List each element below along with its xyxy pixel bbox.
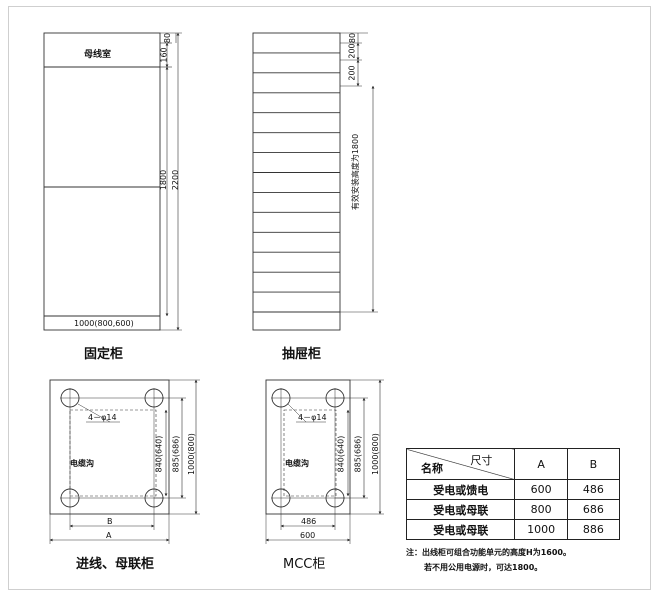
mcc-trench-label: 电缆沟 — [285, 459, 309, 468]
incoming-hole-label: 4－φ14 — [88, 413, 117, 422]
spec-header-size: 尺寸 — [470, 454, 493, 467]
incoming-dim-a-label: A — [106, 531, 112, 540]
incoming-dim-840-label: 840(640) — [154, 435, 164, 473]
incoming-cabinet-plan — [49, 379, 200, 544]
table-row: 受电或母联 1000 886 — [405, 519, 621, 540]
incoming-plan-trench — [69, 409, 157, 497]
spec-header-b: B — [566, 448, 621, 480]
spec-row-a: 1000 — [514, 519, 568, 540]
fixed-width-label: 1000(800,600) — [74, 319, 134, 328]
spec-row-name: 受电或母联 — [405, 499, 516, 520]
spec-row-b: 486 — [566, 479, 621, 500]
spec-row-a: 600 — [514, 479, 568, 500]
spec-row-b: 686 — [566, 499, 621, 520]
mcc-dim-1000-label: 1000(800) — [370, 433, 380, 475]
mcc-dim-486-label: 486 — [301, 517, 317, 526]
incoming-trench-label: 电缆沟 — [70, 459, 94, 468]
fixed-cabinet-elevation — [43, 32, 182, 331]
note-line-2: 若不用公用电源时，可达1800。 — [424, 563, 543, 572]
fixed-dim-160-label: 160 — [159, 47, 169, 63]
mcc-plan-caption: MCC柜 — [283, 557, 326, 572]
note-line-1: 注：出线柜可组合功能单元的高度H为1600。 — [406, 548, 571, 557]
fixed-dim-2200-label: 2200 — [171, 169, 181, 191]
fixed-dim-1800-label: 1800 — [159, 169, 169, 191]
incoming-dim-b-label: B — [107, 517, 113, 526]
fixed-cabinet-body — [43, 32, 161, 331]
table-row: 受电或馈电 600 486 — [405, 479, 621, 500]
mcc-cabinet-plan — [265, 379, 384, 544]
mcc-hole-leader — [287, 403, 307, 423]
drawer-row-lines — [253, 52, 340, 313]
spec-table-header-row: 尺寸 名称 A B — [405, 448, 621, 480]
mcc-hole-label: 4－φ14 — [298, 413, 327, 422]
fixed-dim-80-label: 80 — [163, 32, 173, 44]
spec-row-a: 800 — [514, 499, 568, 520]
incoming-plan-outline — [49, 379, 170, 515]
busbar-compartment-label: 母线室 — [84, 50, 112, 60]
dimension-spec-table: 尺寸 名称 A B 受电或馈电 600 486 受电或母联 800 686 受电… — [405, 448, 621, 540]
mcc-dim-600-label: 600 — [300, 531, 316, 540]
mcc-dim-885-label: 885(686) — [353, 435, 363, 473]
mcc-plan-outline — [265, 379, 351, 515]
mcc-plan-trench — [283, 409, 337, 497]
incoming-plan-caption: 进线、母联柜 — [76, 557, 155, 572]
mcc-dim-840-label: 840(640) — [336, 435, 346, 473]
incoming-dim-1000-label: 1000(800) — [186, 433, 196, 475]
drawer-cabinet-elevation — [252, 32, 378, 331]
incoming-hole-leader — [77, 403, 111, 423]
fixed-cabinet-caption: 固定柜 — [84, 347, 124, 362]
drawer-dim-200b-label: 200 — [347, 65, 357, 81]
drawer-dim-200a-label: 200 — [347, 43, 357, 59]
table-row: 受电或母联 800 686 — [405, 499, 621, 520]
sheet-frame — [8, 6, 651, 590]
incoming-dim-885-label: 885(686) — [171, 435, 181, 473]
spec-row-name: 受电或母联 — [405, 519, 516, 540]
drawer-cabinet-caption: 抽屉柜 — [282, 347, 322, 362]
drawer-cabinet-body — [252, 32, 341, 331]
drawer-dim-80-label: 80 — [348, 32, 358, 44]
spec-row-b: 886 — [566, 519, 621, 540]
spec-row-name: 受电或馈电 — [405, 479, 516, 500]
spec-header-a: A — [514, 448, 568, 480]
spec-header-name: 名称 — [421, 462, 443, 475]
spec-table-corner-cell: 尺寸 名称 — [405, 448, 516, 480]
drawer-effective-height-label: 有效安装高度为1800 — [351, 133, 361, 211]
